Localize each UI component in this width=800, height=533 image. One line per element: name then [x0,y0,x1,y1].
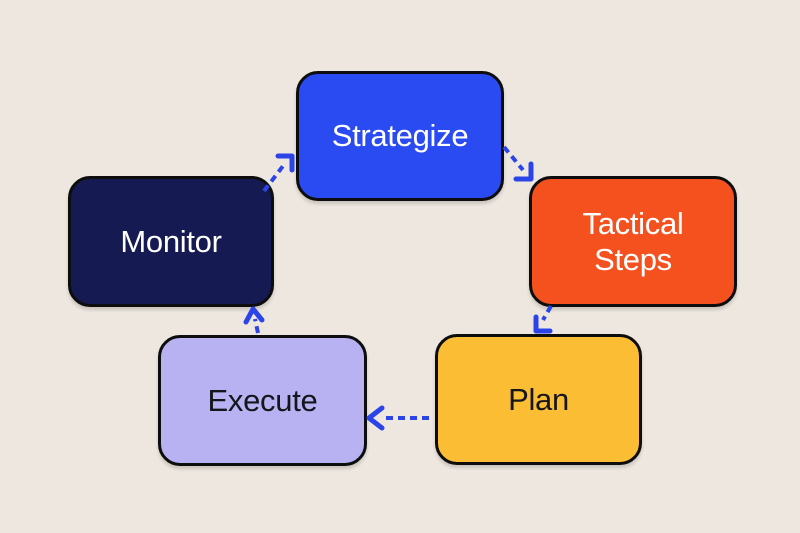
node-execute: Execute [158,335,367,466]
node-strategize-label: Strategize [331,118,469,154]
node-monitor: Monitor [68,176,274,307]
node-execute-label: Execute [207,382,318,418]
node-strategize: Strategize [296,71,504,201]
node-tactical-steps: Tactical Steps [529,176,737,307]
node-plan-label: Plan [508,381,569,417]
edge-tactical-steps-to-plan [533,305,553,334]
node-tactical-steps-label: Tactical Steps [582,205,684,277]
node-monitor-label: Monitor [120,223,222,259]
node-plan: Plan [435,334,642,465]
edge-plan-to-execute [366,405,429,431]
edge-strategize-to-tactical-steps [502,145,534,182]
edge-execute-to-monitor [243,306,265,334]
